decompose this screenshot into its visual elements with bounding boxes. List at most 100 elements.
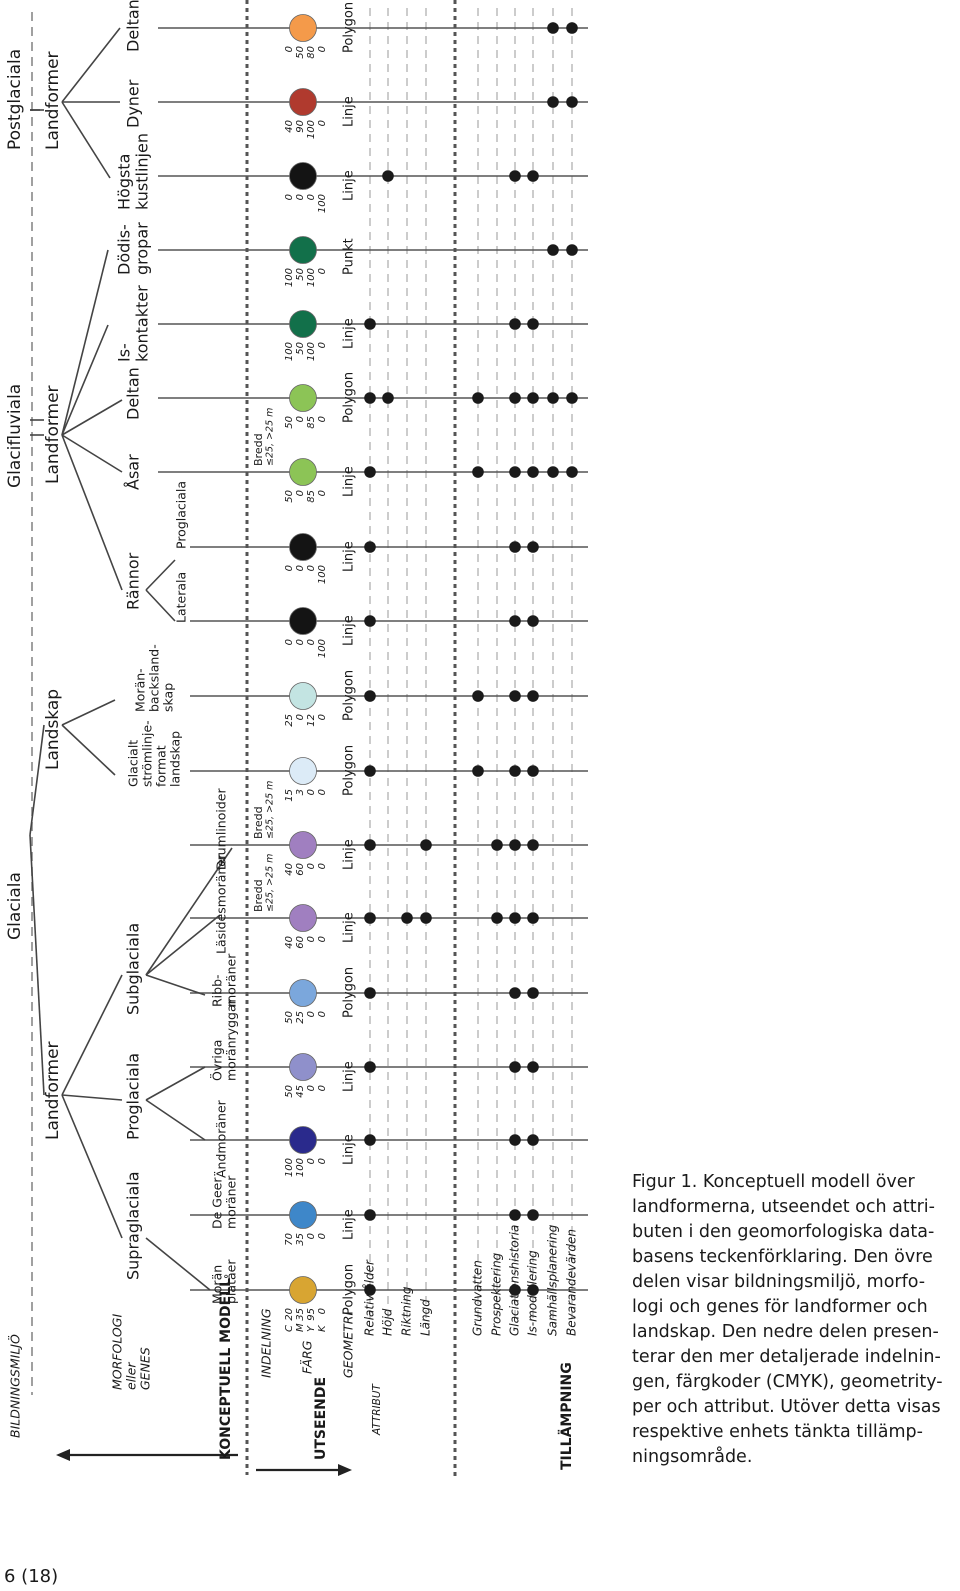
usage-dot <box>509 1284 521 1296</box>
geometri-label: GEOMETRI <box>341 1312 356 1378</box>
usage-dot <box>491 839 503 851</box>
cmyk-value: 40 <box>284 863 295 876</box>
colour-swatch <box>289 88 317 116</box>
cmyk-value: 45 <box>295 1085 306 1098</box>
environment-postglaciala: Postglaciala <box>5 49 25 150</box>
extra-attribute: ≤25, >25 m <box>265 408 276 466</box>
cmyk-value: 70 <box>284 1233 295 1246</box>
usage-dot <box>491 912 503 924</box>
figure-caption: Figur 1. Konceptuell modell över landfor… <box>632 1170 943 1470</box>
branch-asar <box>61 434 123 473</box>
attribute-label: Längd <box>419 1299 433 1336</box>
branch-laterala <box>145 589 176 622</box>
genes-hogsta: kustlinjen <box>133 133 152 210</box>
usage-dot <box>527 1134 539 1146</box>
caption-line: respektive enhets tänkta tillämp- <box>632 1422 923 1442</box>
branch-moranbacksland <box>61 699 116 726</box>
grid-lines <box>31 0 588 1480</box>
cmyk-value: 0 <box>295 565 306 571</box>
utseende-arrow-head <box>338 1464 352 1476</box>
cmyk-value: 0 <box>284 565 295 571</box>
extra-attribute: Bredd <box>252 433 265 466</box>
cmyk-letter: M <box>295 1323 306 1332</box>
caption-line: Figur 1. Konceptuell modell över <box>632 1172 915 1192</box>
genes-dodisgropar: Dödis- <box>115 224 134 275</box>
cmyk-value: 0 <box>295 714 306 720</box>
branch-proglaciala <box>61 1094 123 1101</box>
leaf-label: Övriga <box>209 1040 225 1081</box>
hierarchy-tree <box>29 27 233 1291</box>
caption-line: landformerna, utseendet och attri- <box>632 1197 935 1217</box>
usage-dot <box>527 1061 539 1073</box>
branch-deltan-postglacial <box>61 27 121 103</box>
branch-ribbmoraner <box>145 974 206 996</box>
usage-dot <box>527 170 539 182</box>
usage-dot <box>401 912 413 924</box>
genes-subglaciala: Subglaciala <box>124 923 143 1015</box>
usage-dot <box>509 318 521 330</box>
cmyk-letter: Y <box>306 1325 317 1332</box>
cmyk-value: 60 <box>295 863 306 876</box>
cmyk-value: 25 <box>295 1011 306 1024</box>
application-label: Grundvatten <box>471 1260 485 1336</box>
cmyk-value: 50 <box>295 268 306 281</box>
usage-dot <box>364 987 376 999</box>
leaf-label: Morän <box>210 1265 225 1304</box>
geometry-label: Polygon <box>342 745 357 796</box>
usage-dot <box>509 1209 521 1221</box>
leaf-label: landskap <box>168 731 183 787</box>
leaf-label: Glacialt <box>126 740 141 787</box>
cmyk-value: 0 <box>306 1233 317 1239</box>
cmyk-value: 85 <box>306 490 317 503</box>
caption-line: per och attribut. Utöver detta visas <box>632 1397 941 1417</box>
attribut-title: ATTRIBUT <box>371 1382 383 1436</box>
usage-dot <box>547 392 559 404</box>
cmyk-value: 0 <box>284 639 295 645</box>
colour-swatch <box>289 458 317 486</box>
cmyk-value: 25 <box>284 714 295 727</box>
usage-dot <box>364 466 376 478</box>
cmyk-value: 0 <box>284 194 295 200</box>
leaf-label: De Geer <box>210 1177 225 1229</box>
geometry-label: Linje <box>342 1061 357 1092</box>
cmyk-value: 0 <box>317 714 328 720</box>
page-number: 6 (18) <box>4 1566 59 1587</box>
cmyk-value: 50 <box>284 490 295 503</box>
cmyk-value: 100 <box>306 268 317 287</box>
farg-label: FÄRG <box>300 1340 315 1374</box>
cmyk-value: 50 <box>284 1011 295 1024</box>
geometry-label: Linje <box>342 1209 357 1240</box>
usage-dot <box>382 170 394 182</box>
branch-subglaciala <box>61 974 123 1096</box>
genes-hogsta: Högsta <box>115 154 134 210</box>
cmyk-value: 0 <box>317 789 328 795</box>
extra-attribute: Bredd <box>252 879 265 912</box>
usage-dot <box>527 765 539 777</box>
usage-dot <box>527 1284 539 1296</box>
extra-attribute: ≤25, >25 m <box>265 854 276 912</box>
usage-dot <box>566 392 578 404</box>
leaf-label: skap <box>161 683 176 712</box>
usage-dot <box>547 96 559 108</box>
cmyk-value: 0 <box>306 789 317 795</box>
cmyk-value: 0 <box>317 1158 328 1164</box>
usage-dot <box>527 615 539 627</box>
cmyk-value: 50 <box>284 416 295 429</box>
branch-deltan <box>61 399 123 436</box>
usage-dot <box>472 392 484 404</box>
cmyk-value: 15 <box>284 789 295 802</box>
cmyk-value: 0 <box>284 46 295 52</box>
cmyk-value: 50 <box>295 342 306 355</box>
tillampning-title: TILLÄMPNING <box>558 1362 575 1470</box>
usage-dot <box>509 1061 521 1073</box>
attribute-label: Relativ ålder <box>363 1259 377 1336</box>
usage-dot <box>509 541 521 553</box>
branch-hogsta <box>61 101 111 179</box>
leaf-label: Drumlinoider <box>214 788 229 870</box>
application-label: Prospektering <box>490 1252 504 1336</box>
usage-dot <box>472 466 484 478</box>
usage-dot <box>509 912 521 924</box>
caption-line: buten i den geomorfologiska data- <box>632 1222 935 1242</box>
usage-dot <box>382 392 394 404</box>
